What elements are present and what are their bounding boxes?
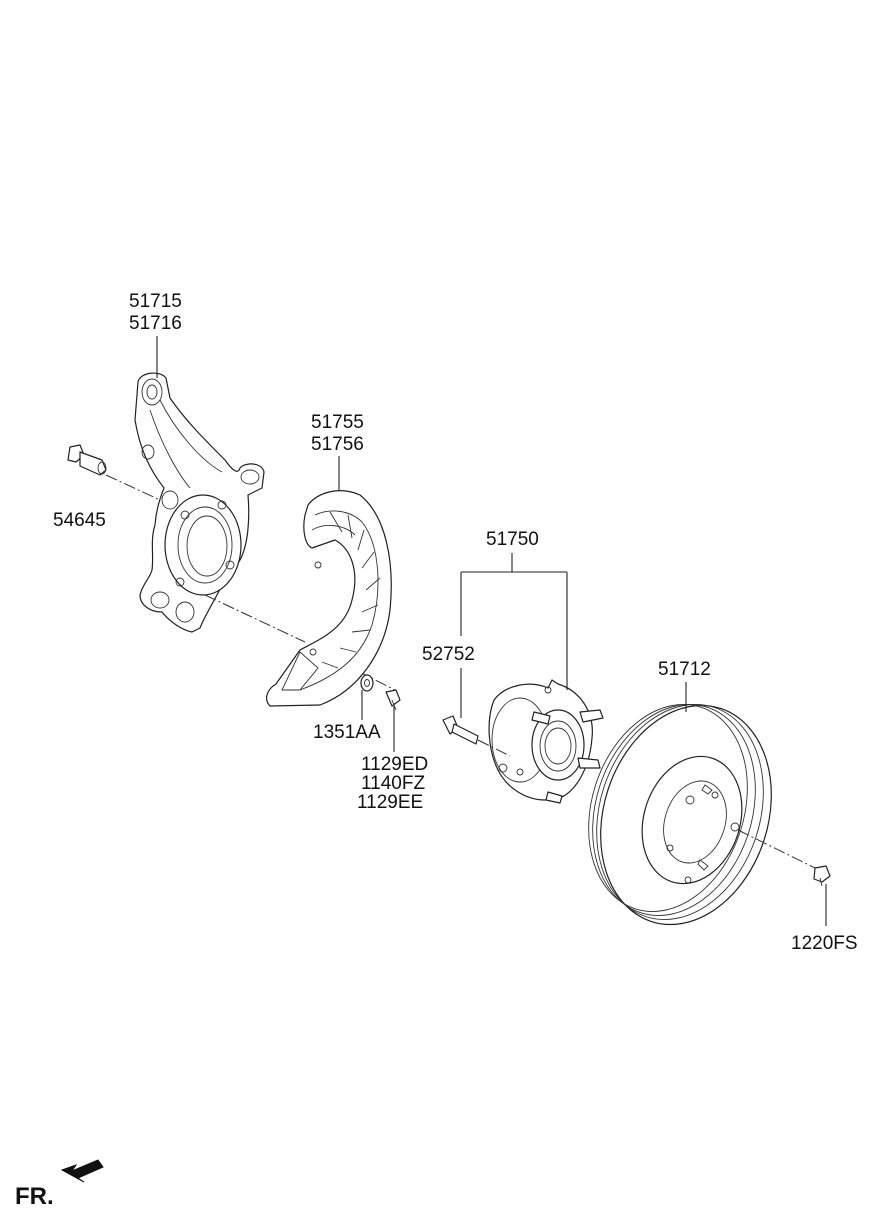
steering-knuckle	[134, 372, 265, 633]
callout-1140FZ: 1140FZ	[361, 773, 425, 794]
bolt-centerline	[105, 474, 161, 501]
hub-bolt-centerline	[477, 739, 511, 757]
hub-bolt	[442, 715, 479, 745]
direction-label: FR.	[15, 1183, 54, 1210]
axle-centerline	[204, 594, 306, 643]
leader-lines	[156, 336, 827, 926]
callout-54645: 54645	[53, 510, 106, 531]
callout-51716: 51716	[129, 313, 182, 334]
callout-51712: 51712	[658, 659, 711, 680]
callout-51755: 51755	[311, 412, 364, 433]
callout-51715: 51715	[129, 291, 182, 312]
screw	[385, 689, 401, 711]
callout-1351AA: 1351AA	[313, 722, 381, 743]
callout-1129ED: 1129ED	[361, 754, 428, 775]
direction-arrow-icon	[60, 1159, 104, 1183]
disc-screw-centerline	[737, 829, 816, 869]
dust-cover	[266, 490, 392, 707]
callout-51756: 51756	[311, 434, 364, 455]
callout-51750: 51750	[486, 529, 539, 550]
callout-52752: 52752	[422, 644, 475, 665]
hub-bearing-assembly	[488, 679, 604, 804]
disc-screw	[813, 865, 831, 887]
callout-1220FS: 1220FS	[791, 933, 858, 954]
washer	[360, 674, 374, 692]
brake-disc	[588, 704, 772, 926]
callout-1129EE: 1129EE	[357, 792, 423, 813]
knuckle-bolt	[67, 444, 107, 476]
